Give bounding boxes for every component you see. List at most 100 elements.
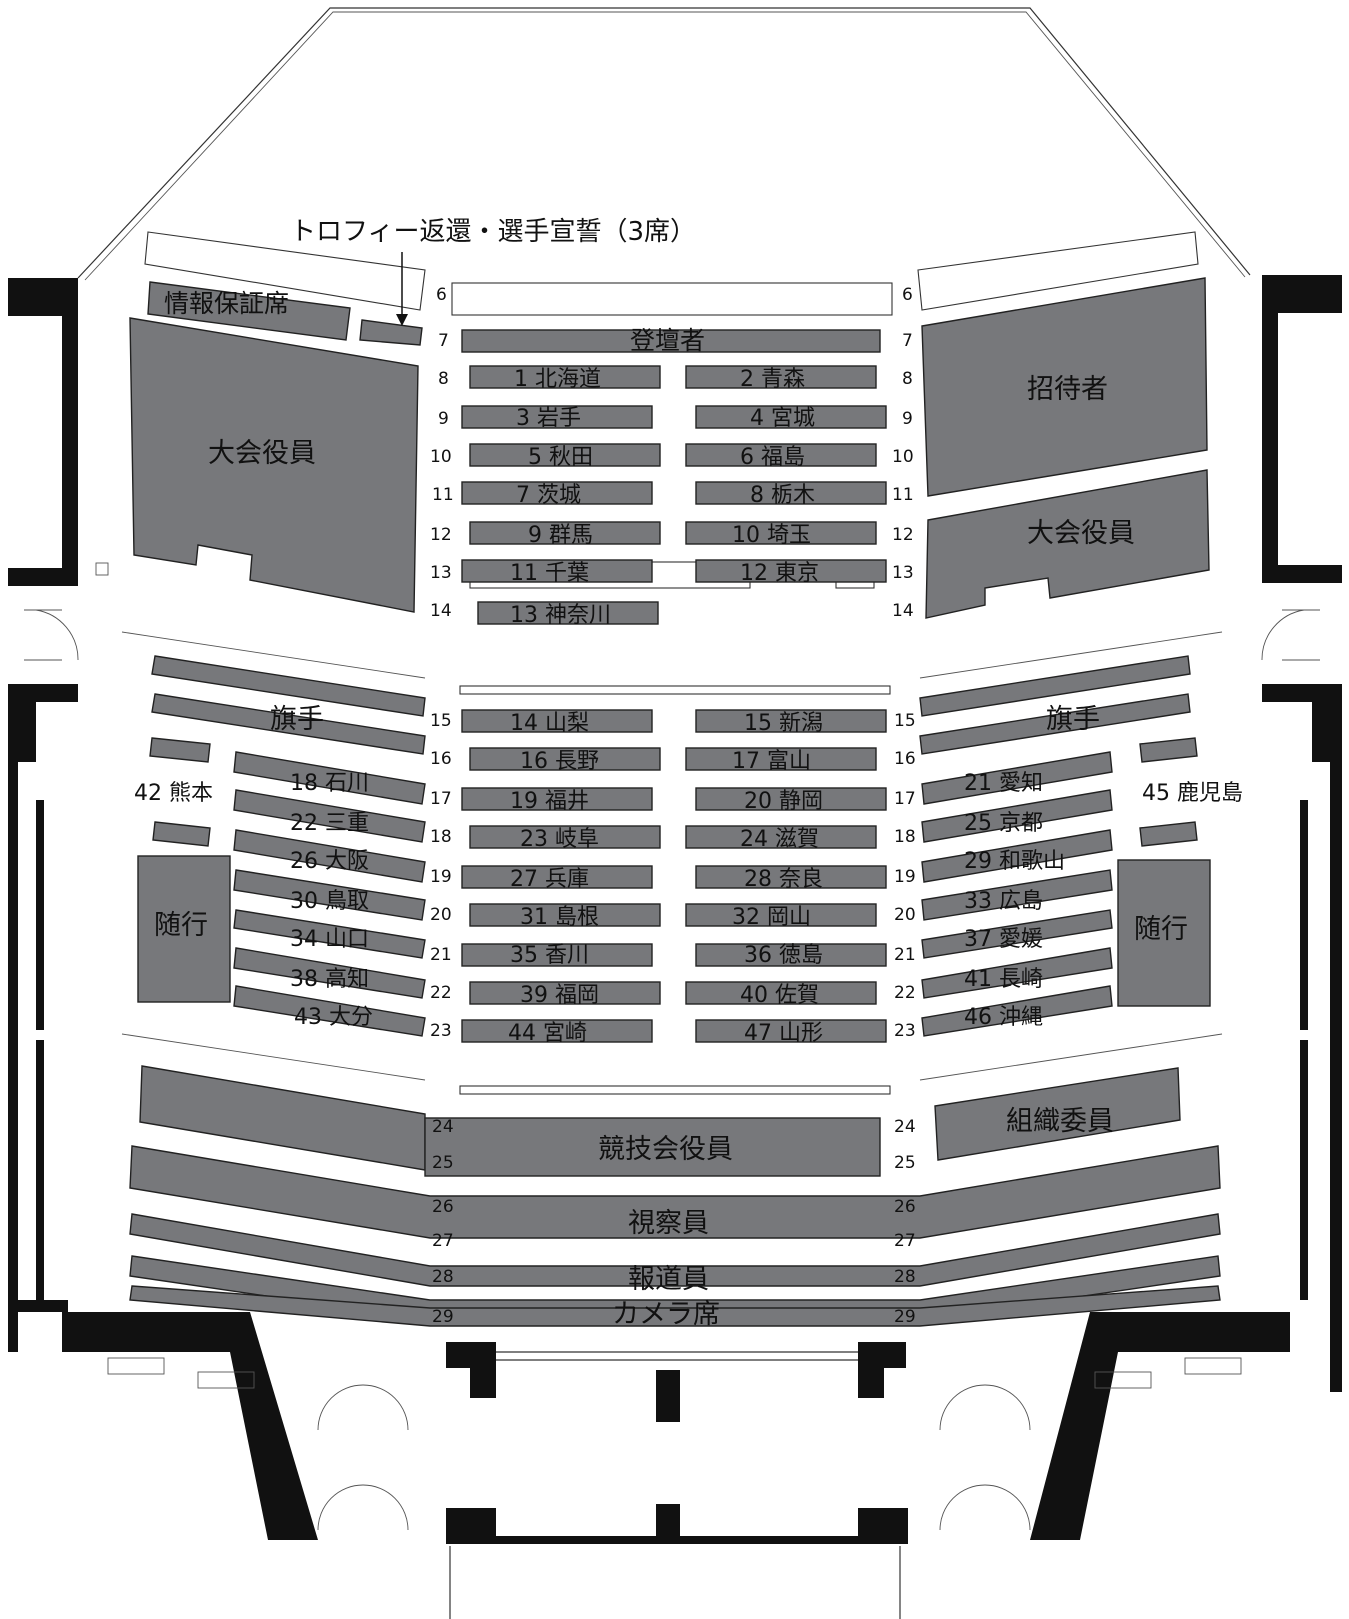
pref-label: 34 山口 <box>290 927 369 952</box>
row-number: 26 <box>432 1197 454 1217</box>
pref-label: 24 滋賀 <box>740 827 819 852</box>
pref-label: 40 佐賀 <box>740 983 819 1008</box>
flag-right-label: 旗手 <box>1046 704 1100 735</box>
guests-label: 招待者 <box>1027 374 1108 405</box>
guests-block <box>921 277 1208 497</box>
row-number: 8 <box>438 369 449 389</box>
pref-label: 42 熊本 <box>134 781 213 806</box>
pref-label: 30 鳥取 <box>290 889 369 914</box>
row-number: 8 <box>902 369 913 389</box>
row-number: 24 <box>894 1117 916 1137</box>
trophy-arrow <box>396 252 408 326</box>
pref-label: 11 千葉 <box>510 561 589 586</box>
escort-right-label: 随行 <box>1134 914 1188 945</box>
pref-label: 37 愛媛 <box>964 927 1043 952</box>
officials-left-label: 大会役員 <box>208 438 316 469</box>
pref-label: 14 山梨 <box>510 711 589 736</box>
officials-right-label: 大会役員 <box>1027 518 1135 549</box>
row-number: 9 <box>438 409 449 429</box>
escort-right-block <box>1117 859 1211 1007</box>
row-number: 22 <box>430 983 452 1003</box>
pref-label: 22 三重 <box>290 811 369 836</box>
press-block-2 <box>129 1255 1221 1321</box>
pref-label: 9 群馬 <box>528 523 593 548</box>
row-number: 9 <box>902 409 913 429</box>
pref-label: 31 島根 <box>520 905 599 930</box>
pref-label: 25 京都 <box>964 811 1043 836</box>
row-number: 6 <box>902 285 913 305</box>
pref-label: 8 栃木 <box>750 483 815 508</box>
door-arcs <box>24 562 1320 1531</box>
flag-left-label: 旗手 <box>270 704 324 735</box>
row-number: 10 <box>892 447 914 467</box>
pref-label: 36 徳島 <box>744 943 823 968</box>
pref-label: 47 山形 <box>744 1021 823 1046</box>
pref-label: 41 長崎 <box>964 967 1043 992</box>
row-number: 6 <box>436 285 447 305</box>
front-prefecture-rows <box>461 365 887 625</box>
pref-label: 10 埼玉 <box>732 523 811 548</box>
pref-label: 23 岐阜 <box>520 827 599 852</box>
row-number: 10 <box>430 447 452 467</box>
pref-label: 17 富山 <box>732 749 811 774</box>
pref-label: 39 福岡 <box>520 983 599 1008</box>
row-number: 29 <box>894 1307 916 1327</box>
row-number: 14 <box>430 601 452 621</box>
press-label: 報道員 <box>628 1264 709 1295</box>
row-number: 15 <box>894 711 916 731</box>
row-number: 28 <box>432 1267 454 1287</box>
row-number: 7 <box>902 331 913 351</box>
info-seat-block <box>147 281 351 341</box>
pref-label: 2 青森 <box>740 367 805 392</box>
pref-label: 5 秋田 <box>528 445 593 470</box>
performers-block <box>461 329 881 353</box>
pref-label: 18 石川 <box>290 771 369 796</box>
pref-label: 29 和歌山 <box>964 849 1065 874</box>
prefecture-labels: 1 北海道 2 青森 3 岩手 4 宮城 5 秋田 6 福島 7 茨城 8 栃木… <box>134 367 1243 1046</box>
officials-left-block <box>129 317 419 613</box>
officials-right-block <box>925 469 1210 619</box>
row-number: 17 <box>894 789 916 809</box>
row-number: 23 <box>894 1021 916 1041</box>
row-number: 12 <box>892 525 914 545</box>
pref-label: 43 大分 <box>294 1005 373 1030</box>
row-number: 20 <box>430 905 452 925</box>
row-number: 22 <box>894 983 916 1003</box>
row-number: 13 <box>430 563 452 583</box>
row-number: 13 <box>892 563 914 583</box>
inspectors-block <box>129 1145 1221 1239</box>
organizing-label: 組織委員 <box>1006 1106 1114 1137</box>
pref-label: 33 広島 <box>964 889 1043 914</box>
inspectors-label: 視察員 <box>628 1208 709 1239</box>
pref-label: 19 福井 <box>510 789 589 814</box>
row-number: 7 <box>438 331 449 351</box>
escort-left-block <box>137 855 231 1003</box>
info-seat-label: 情報保証席 <box>164 289 289 318</box>
pref-label: 32 岡山 <box>732 905 811 930</box>
pref-label: 15 新潟 <box>744 711 823 736</box>
press-block <box>129 1213 1221 1287</box>
row-number: 12 <box>430 525 452 545</box>
pref-label: 13 神奈川 <box>510 603 611 628</box>
row-number: 27 <box>432 1231 454 1251</box>
pref-label: 45 鹿児島 <box>1142 781 1243 806</box>
building-walls <box>8 275 1342 1619</box>
camera-label: カメラ席 <box>612 1299 720 1330</box>
competition-block <box>424 1117 881 1177</box>
pref-label: 28 奈良 <box>744 867 823 892</box>
row-number: 24 <box>432 1117 454 1137</box>
pref-label: 12 東京 <box>740 561 819 586</box>
row-number: 20 <box>894 905 916 925</box>
pref-label: 6 福島 <box>740 445 805 470</box>
row-number: 11 <box>432 485 454 505</box>
row-number: 25 <box>432 1153 454 1173</box>
pref-label: 16 長野 <box>520 749 599 774</box>
pref-label: 35 香川 <box>510 943 589 968</box>
row-number: 26 <box>894 1197 916 1217</box>
row-number: 18 <box>894 827 916 847</box>
escort-left-label: 随行 <box>154 910 208 941</box>
row-number: 21 <box>894 945 916 965</box>
organizing-block <box>934 1067 1181 1161</box>
row-number: 14 <box>892 601 914 621</box>
